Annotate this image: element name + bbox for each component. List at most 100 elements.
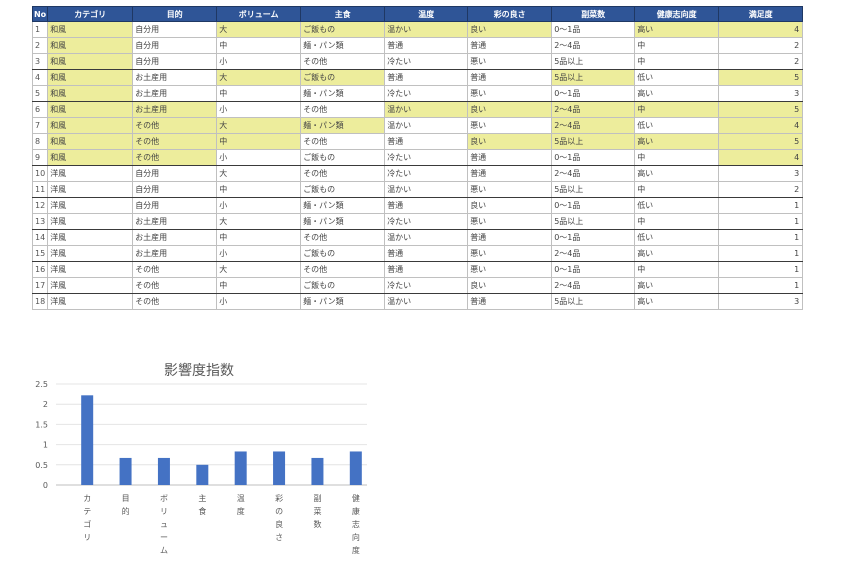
table-cell[interactable]: 高い	[634, 21, 720, 38]
table-cell[interactable]: 和風	[47, 85, 134, 102]
table-cell[interactable]: 中	[634, 261, 720, 278]
table-cell[interactable]: 5品以上	[551, 133, 636, 150]
table-cell[interactable]: 洋風	[47, 293, 134, 310]
table-cell[interactable]: 中	[634, 213, 720, 230]
table-cell[interactable]: 2〜4品	[551, 245, 636, 262]
table-cell[interactable]: 小	[216, 53, 302, 70]
table-cell[interactable]: 良い	[467, 21, 553, 38]
table-cell[interactable]: 中	[216, 181, 302, 198]
table-cell[interactable]: お土産用	[132, 101, 218, 118]
table-cell[interactable]: その他	[300, 261, 386, 278]
table-cell[interactable]: 5品以上	[551, 181, 636, 198]
row-number-cell[interactable]: 17	[31, 277, 49, 294]
table-cell[interactable]: 中	[216, 85, 302, 102]
table-cell[interactable]: 和風	[47, 53, 134, 70]
column-header[interactable]: 満足度	[718, 6, 804, 22]
table-cell[interactable]: お土産用	[132, 85, 218, 102]
table-cell[interactable]: 5	[718, 69, 804, 86]
row-number-cell[interactable]: 9	[31, 149, 49, 166]
table-cell[interactable]: 良い	[467, 277, 553, 294]
row-number-cell[interactable]: 3	[31, 53, 49, 70]
table-cell[interactable]: 麺・パン類	[300, 293, 386, 310]
table-cell[interactable]: 冷たい	[384, 277, 469, 294]
table-cell[interactable]: 普通	[384, 69, 469, 86]
table-cell[interactable]: 和風	[47, 133, 134, 150]
table-cell[interactable]: 0〜1品	[551, 229, 636, 246]
row-number-cell[interactable]: 4	[31, 69, 49, 86]
table-cell[interactable]: 高い	[634, 85, 720, 102]
table-cell[interactable]: 2	[718, 37, 804, 54]
table-cell[interactable]: 普通	[384, 245, 469, 262]
table-cell[interactable]: 普通	[467, 37, 553, 54]
table-cell[interactable]: 和風	[47, 101, 134, 118]
table-cell[interactable]: 低い	[634, 117, 720, 134]
table-cell[interactable]: 麺・パン類	[300, 85, 386, 102]
column-header[interactable]: 目的	[132, 6, 218, 22]
table-cell[interactable]: 中	[634, 37, 720, 54]
table-cell[interactable]: 中	[216, 229, 302, 246]
table-cell[interactable]: お土産用	[132, 229, 218, 246]
table-cell[interactable]: 中	[216, 277, 302, 294]
table-cell[interactable]: 2〜4品	[551, 117, 636, 134]
table-cell[interactable]: 自分用	[132, 165, 218, 182]
table-cell[interactable]: 4	[718, 117, 804, 134]
table-cell[interactable]: 0〜1品	[551, 261, 636, 278]
table-cell[interactable]: 高い	[634, 245, 720, 262]
table-cell[interactable]: 自分用	[132, 181, 218, 198]
table-cell[interactable]: その他	[132, 133, 218, 150]
table-cell[interactable]: 温かい	[384, 117, 469, 134]
table-cell[interactable]: 大	[216, 165, 302, 182]
table-cell[interactable]: その他	[300, 101, 386, 118]
row-number-cell[interactable]: 6	[31, 101, 49, 118]
row-number-cell[interactable]: 8	[31, 133, 49, 150]
table-cell[interactable]: 冷たい	[384, 149, 469, 166]
table-cell[interactable]: お土産用	[132, 213, 218, 230]
table-cell[interactable]: 和風	[47, 117, 134, 134]
table-cell[interactable]: お土産用	[132, 69, 218, 86]
table-cell[interactable]: 3	[718, 165, 804, 182]
table-cell[interactable]: 麺・パン類	[300, 213, 386, 230]
table-cell[interactable]: 悪い	[467, 245, 553, 262]
table-cell[interactable]: 3	[718, 293, 804, 310]
table-cell[interactable]: 良い	[467, 133, 553, 150]
table-cell[interactable]: 0〜1品	[551, 197, 636, 214]
table-cell[interactable]: 1	[718, 261, 804, 278]
table-cell[interactable]: 洋風	[47, 277, 134, 294]
table-cell[interactable]: その他	[300, 165, 386, 182]
table-cell[interactable]: 2	[718, 53, 804, 70]
table-cell[interactable]: 自分用	[132, 21, 218, 38]
table-cell[interactable]: 中	[634, 181, 720, 198]
table-cell[interactable]: 洋風	[47, 245, 134, 262]
table-cell[interactable]: 自分用	[132, 197, 218, 214]
column-header[interactable]: 主食	[300, 6, 386, 22]
row-number-cell[interactable]: 7	[31, 117, 49, 134]
table-cell[interactable]: その他	[300, 53, 386, 70]
table-cell[interactable]: 高い	[634, 277, 720, 294]
table-cell[interactable]: 低い	[634, 229, 720, 246]
row-number-cell[interactable]: 5	[31, 85, 49, 102]
table-cell[interactable]: 和風	[47, 69, 134, 86]
row-number-cell[interactable]: 14	[31, 229, 49, 246]
column-header[interactable]: No	[31, 6, 49, 22]
row-number-cell[interactable]: 16	[31, 261, 49, 278]
table-cell[interactable]: 1	[718, 229, 804, 246]
table-cell[interactable]: 和風	[47, 37, 134, 54]
table-cell[interactable]: 5	[718, 101, 804, 118]
column-header[interactable]: 彩の良さ	[467, 6, 553, 22]
table-cell[interactable]: 温かい	[384, 21, 469, 38]
table-cell[interactable]: 1	[718, 245, 804, 262]
table-cell[interactable]: 麺・パン類	[300, 197, 386, 214]
table-cell[interactable]: 大	[216, 213, 302, 230]
table-cell[interactable]: 低い	[634, 197, 720, 214]
table-cell[interactable]: 中	[216, 37, 302, 54]
table-cell[interactable]: 洋風	[47, 165, 134, 182]
table-cell[interactable]: 温かい	[384, 229, 469, 246]
table-cell[interactable]: 洋風	[47, 213, 134, 230]
table-cell[interactable]: 小	[216, 197, 302, 214]
table-cell[interactable]: 普通	[384, 133, 469, 150]
table-cell[interactable]: 良い	[467, 197, 553, 214]
table-cell[interactable]: 0〜1品	[551, 21, 636, 38]
table-cell[interactable]: ご飯もの	[300, 245, 386, 262]
table-cell[interactable]: 4	[718, 149, 804, 166]
row-number-cell[interactable]: 18	[31, 293, 49, 310]
